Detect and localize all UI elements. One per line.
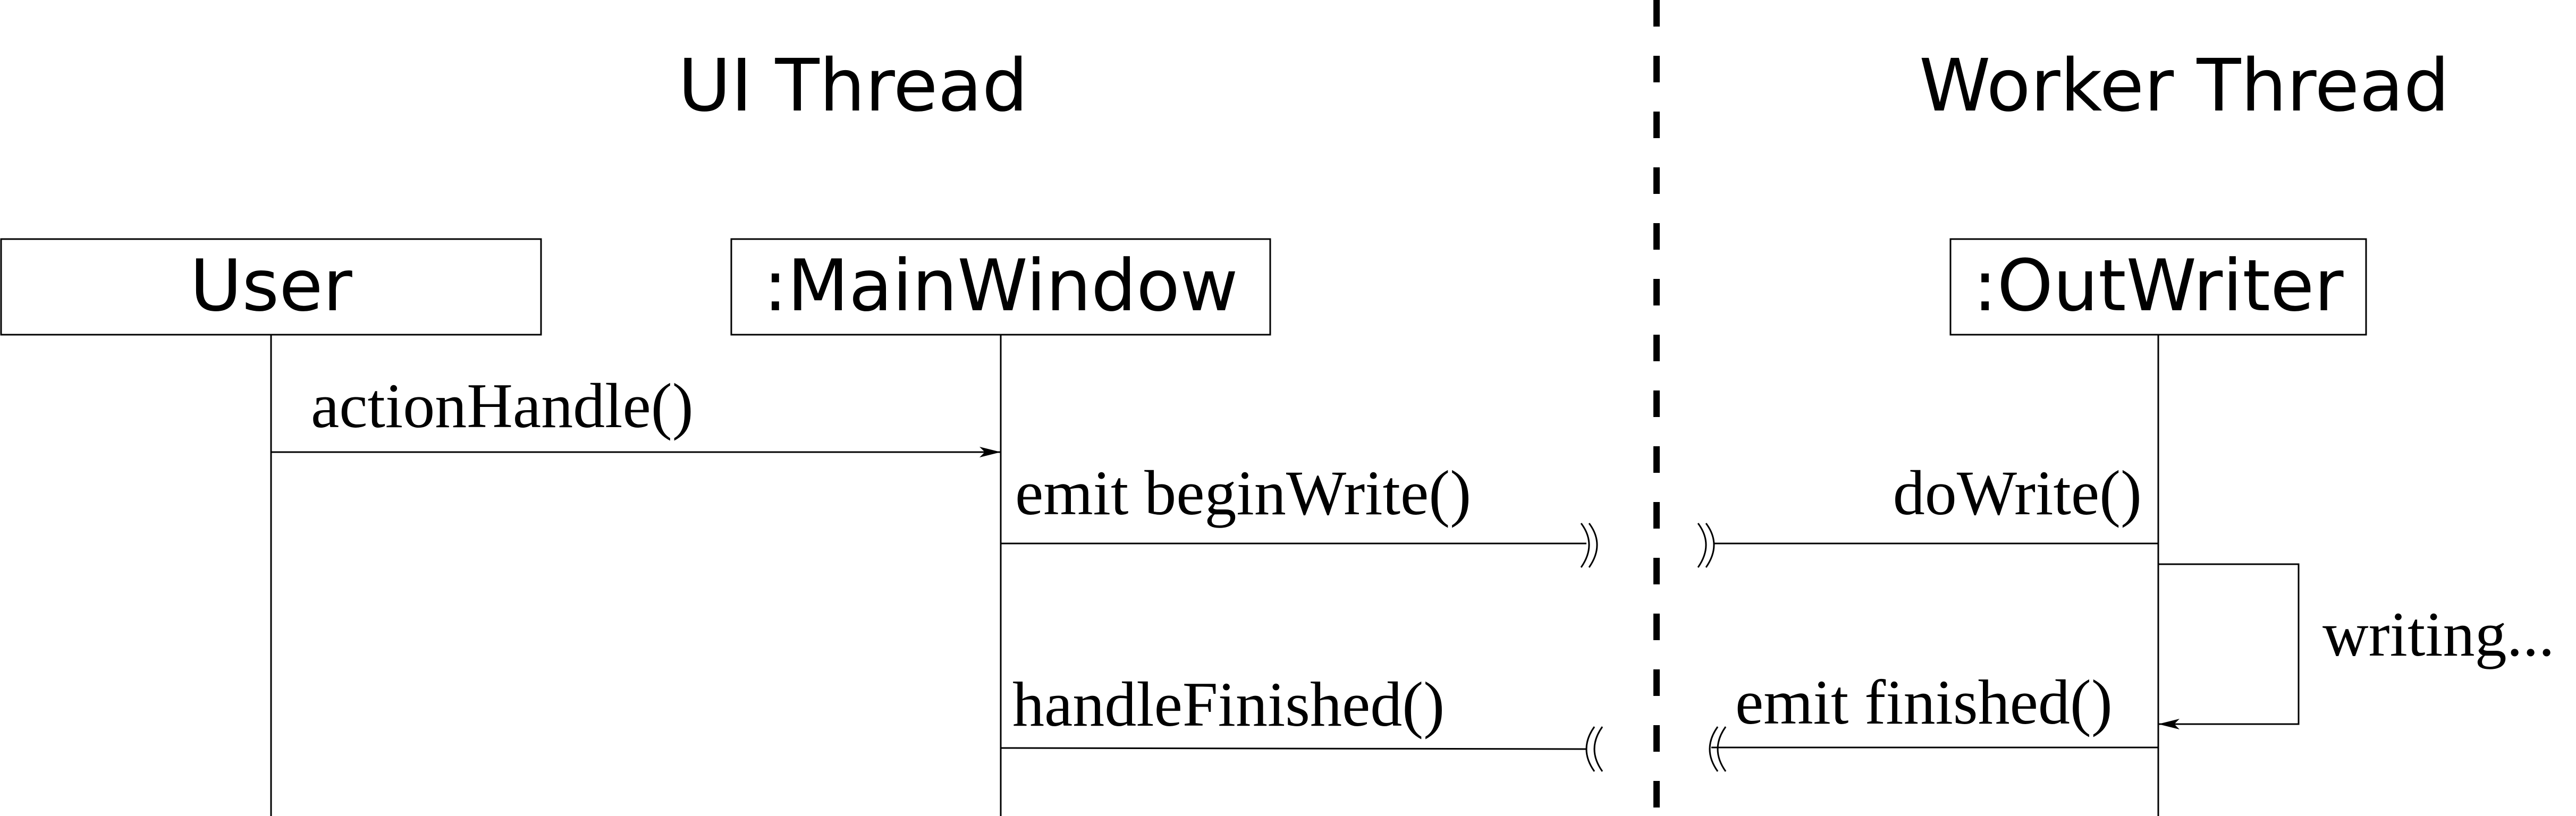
participant-out-writer-label: :OutWriter: [1973, 244, 2344, 327]
emit-finished-label: emit finished(): [1735, 667, 2113, 737]
ui-thread-heading: UI Thread: [678, 44, 1028, 128]
participant-main-window-box: [730, 238, 1271, 336]
handle-finished-label: handleFinished(): [1012, 669, 1445, 740]
participant-out-writer: :OutWriter: [1949, 238, 2367, 336]
participant-user: User: [0, 238, 542, 336]
participant-main-window: :MainWindow: [730, 238, 1271, 336]
signal-break-symbol: [1585, 726, 1603, 772]
handle-finished-line: [1000, 747, 1587, 750]
do-write-label: doWrite(): [1893, 457, 2142, 528]
emit-begin-write-label: emit beginWrite(): [1015, 457, 1471, 528]
participant-main-window-label: :MainWindow: [763, 244, 1238, 327]
action-handle-label: actionHandle(): [311, 370, 694, 441]
writing-self-call-arrow: [2158, 563, 2300, 729]
signal-break-symbol: [1709, 726, 1727, 772]
signal-break-symbol: [1697, 523, 1715, 568]
worker-thread-heading: Worker Thread: [1919, 44, 2450, 128]
writing-label: writing...: [2322, 599, 2555, 669]
signal-break-symbol: [1580, 523, 1598, 568]
participant-user-label: User: [190, 244, 352, 327]
